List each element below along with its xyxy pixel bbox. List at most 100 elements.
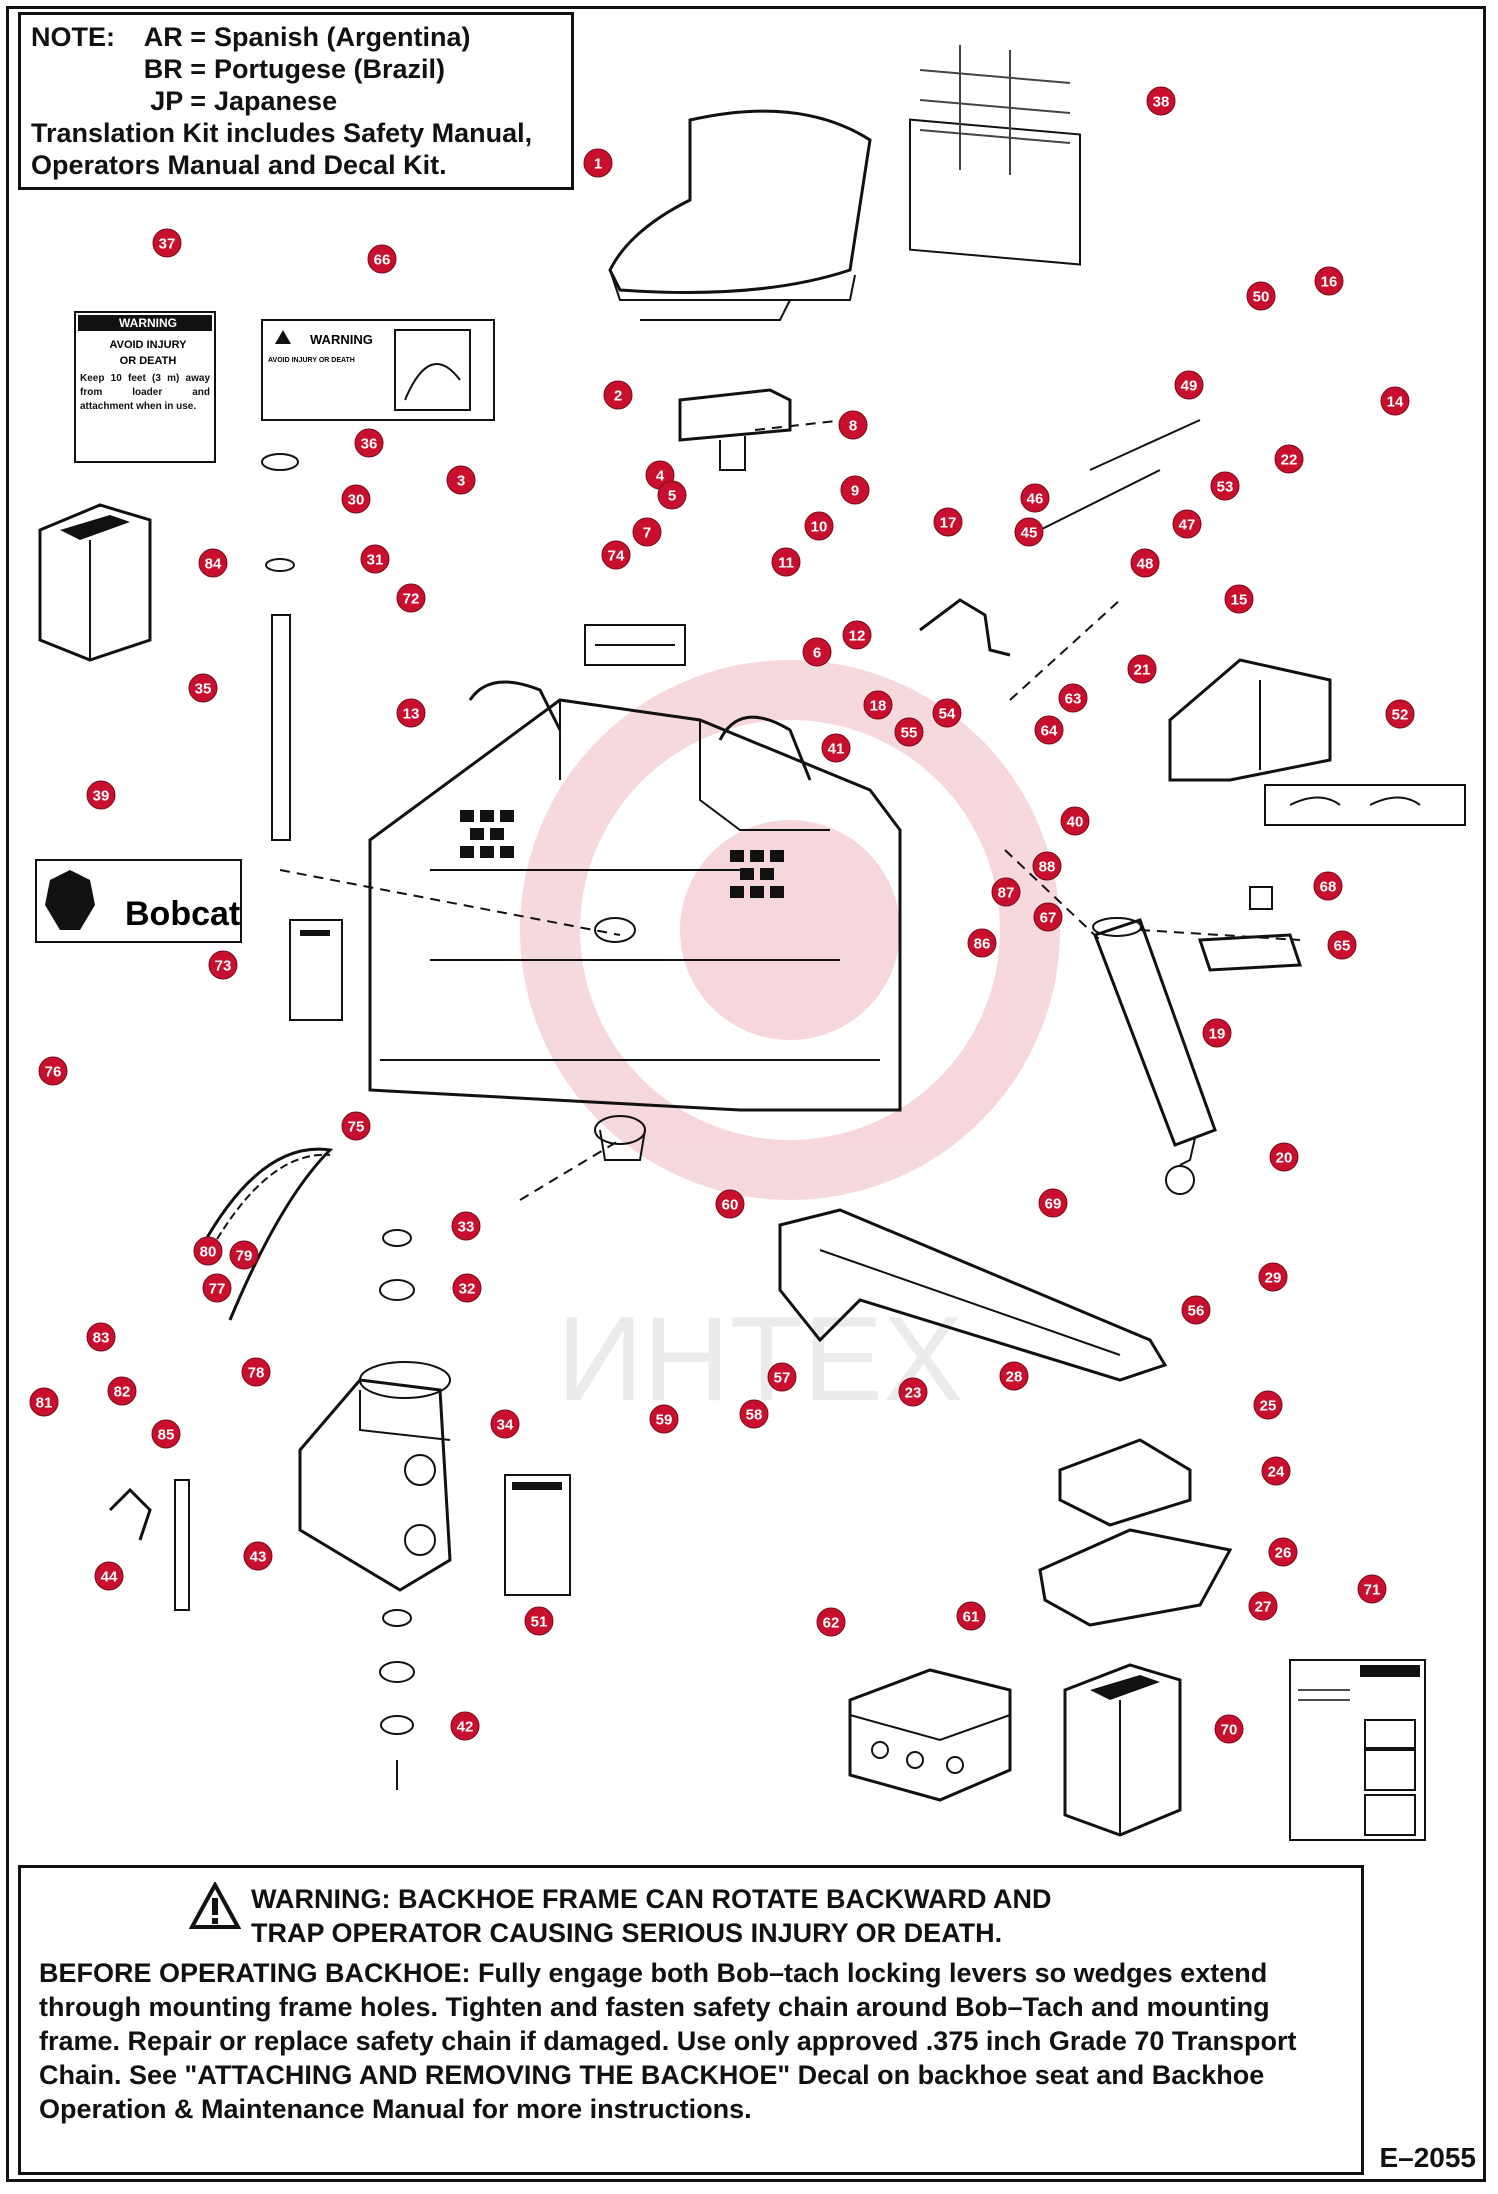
svg-text:14: 14	[1387, 394, 1404, 411]
svg-text:83: 83	[93, 1330, 110, 1347]
svg-text:54: 54	[939, 706, 956, 723]
part-callout-34: 34	[490, 1409, 520, 1439]
svg-text:7: 7	[643, 525, 651, 542]
control-lever	[919, 419, 1201, 657]
plate-24	[1058, 1438, 1192, 1527]
hydraulic-cylinder	[1092, 917, 1217, 1195]
svg-text:22: 22	[1281, 452, 1298, 469]
language-name: Spanish (Argentina)	[214, 22, 471, 52]
part-callout-82: 82	[107, 1376, 137, 1406]
part-callout-15: 15	[1224, 584, 1254, 614]
svg-text:16: 16	[1321, 274, 1338, 291]
part-callout-75: 75	[341, 1111, 371, 1141]
plate-26	[1038, 1528, 1233, 1627]
svg-text:86: 86	[974, 936, 991, 953]
svg-text:71: 71	[1364, 1582, 1381, 1599]
part-callout-55: 55	[894, 717, 924, 747]
part-callout-18: 18	[863, 690, 893, 720]
svg-text:44: 44	[101, 1569, 118, 1586]
svg-text:76: 76	[45, 1064, 62, 1081]
part-callout-47: 47	[1172, 509, 1202, 539]
svg-text:19: 19	[1209, 1026, 1226, 1043]
part-callout-78: 78	[241, 1357, 271, 1387]
svg-text:39: 39	[93, 788, 110, 805]
part-callout-66: 66	[367, 244, 397, 274]
svg-text:2: 2	[614, 388, 622, 405]
decal-66: WARNING AVOID INJURY OR DEATH	[261, 319, 495, 421]
part-callout-77: 77	[202, 1273, 232, 1303]
svg-text:84: 84	[205, 556, 222, 573]
part-callout-63: 63	[1058, 683, 1088, 713]
svg-text:52: 52	[1392, 707, 1409, 724]
svg-text:56: 56	[1188, 1303, 1205, 1320]
part-callout-61: 61	[956, 1601, 986, 1631]
svg-text:72: 72	[403, 591, 420, 608]
svg-text:41: 41	[828, 741, 845, 758]
decal-37-body: Keep 10 feet (3 m) away from loader and …	[80, 373, 210, 412]
battery	[848, 1668, 1012, 1802]
part-callout-46: 46	[1020, 483, 1050, 513]
part-callout-69: 69	[1038, 1188, 1068, 1218]
svg-text:87: 87	[998, 885, 1015, 902]
part-callout-43: 43	[243, 1541, 273, 1571]
kit-line: Operators Manual and Decal Kit.	[31, 150, 447, 180]
part-callout-87: 87	[991, 877, 1021, 907]
svg-text:85: 85	[158, 1427, 175, 1444]
svg-text:15: 15	[1231, 592, 1248, 609]
part-callout-37: 37	[152, 228, 182, 258]
part-callout-86: 86	[967, 928, 997, 958]
translation-note: NOTE: AR = Spanish (Argentina) BR = Port…	[18, 12, 574, 190]
part-callout-32: 32	[452, 1273, 482, 1303]
svg-text:64: 64	[1041, 723, 1058, 740]
part-callout-54: 54	[932, 698, 962, 728]
part-callout-67: 67	[1033, 902, 1063, 932]
svg-text:42: 42	[457, 1719, 474, 1736]
part-callout-10: 10	[804, 511, 834, 541]
svg-text:20: 20	[1276, 1150, 1293, 1167]
decal-37: WARNING AVOID INJURY OR DEATH Keep 10 fe…	[74, 311, 216, 463]
svg-text:28: 28	[1006, 1369, 1023, 1386]
svg-text:80: 80	[200, 1244, 217, 1261]
svg-text:35: 35	[195, 681, 212, 698]
svg-text:55: 55	[901, 725, 918, 742]
part-callout-58: 58	[739, 1399, 769, 1429]
manual-71	[1289, 1659, 1426, 1841]
svg-text:50: 50	[1253, 289, 1270, 306]
part-callout-76: 76	[38, 1056, 68, 1086]
part-callout-14: 14	[1380, 386, 1410, 416]
part-callout-23: 23	[898, 1377, 928, 1407]
watermark: ИНТЕХ	[520, 660, 1060, 1426]
decal-66-title: WARNING	[310, 332, 373, 347]
svg-text:13: 13	[403, 706, 420, 723]
part-callout-52: 52	[1385, 699, 1415, 729]
svg-text:78: 78	[248, 1365, 265, 1382]
svg-text:24: 24	[1268, 1464, 1285, 1481]
svg-text:47: 47	[1179, 517, 1196, 534]
assembly-leader-lines	[519, 419, 1301, 1201]
part-callout-30: 30	[341, 484, 371, 514]
pin-assembly	[108, 1479, 190, 1611]
svg-text:57: 57	[774, 1370, 791, 1387]
svg-text:8: 8	[849, 418, 857, 435]
svg-text:77: 77	[209, 1281, 226, 1298]
part-callout-9: 9	[840, 475, 870, 505]
svg-text:36: 36	[361, 436, 378, 453]
svg-text:63: 63	[1065, 691, 1082, 708]
part-callout-21: 21	[1127, 654, 1157, 684]
part-callout-51: 51	[524, 1606, 554, 1636]
svg-text:74: 74	[608, 548, 625, 565]
svg-text:58: 58	[746, 1407, 763, 1424]
washer-stack	[379, 1229, 415, 1790]
part-callout-13: 13	[396, 698, 426, 728]
part-callout-48: 48	[1130, 548, 1160, 578]
svg-text:61: 61	[963, 1609, 980, 1626]
svg-text:69: 69	[1045, 1196, 1062, 1213]
part-callout-81: 81	[29, 1387, 59, 1417]
part-callout-3: 3	[446, 465, 476, 495]
svg-text:68: 68	[1320, 879, 1337, 896]
svg-text:6: 6	[813, 645, 821, 662]
logo-text: Bobcat	[125, 895, 240, 933]
svg-text:18: 18	[870, 698, 887, 715]
svg-text:37: 37	[159, 236, 176, 253]
kit-line: Translation Kit includes Safety Manual,	[31, 118, 533, 148]
